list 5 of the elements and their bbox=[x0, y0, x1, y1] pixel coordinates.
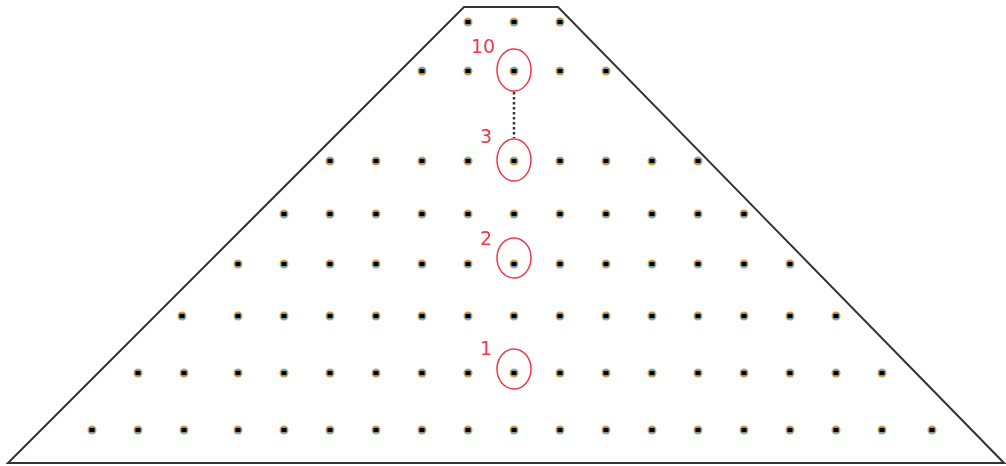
dotted-line bbox=[512, 92, 516, 138]
callout-number: 10 bbox=[471, 36, 496, 56]
callout-number: 2 bbox=[480, 228, 493, 248]
callout-number: 3 bbox=[480, 126, 493, 146]
callout-number: 1 bbox=[480, 338, 493, 358]
